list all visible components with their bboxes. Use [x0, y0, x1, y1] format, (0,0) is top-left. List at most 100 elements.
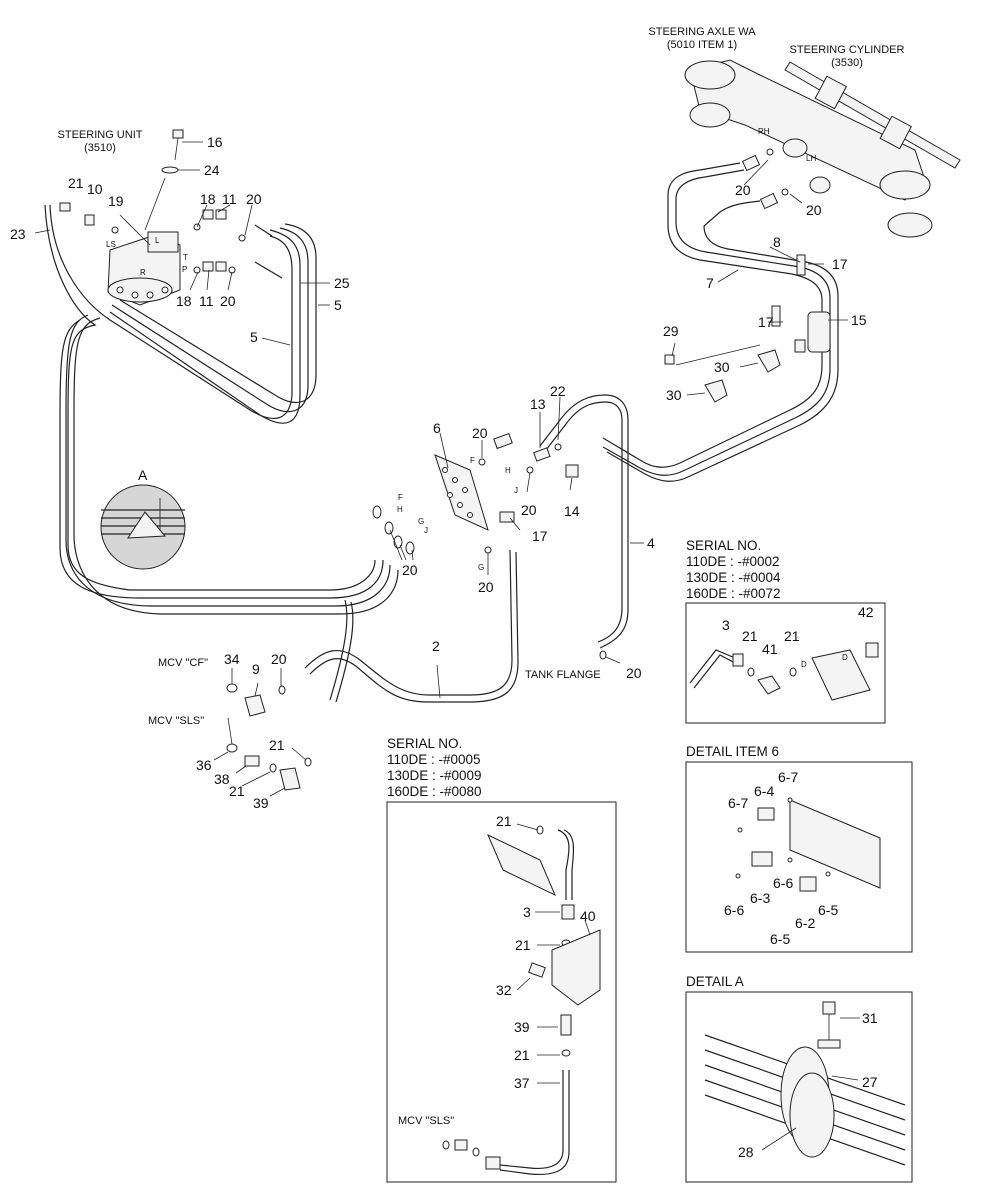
steering-unit: LS T R P L [59, 129, 246, 306]
callout-6-6-b: 6-6 [724, 902, 744, 918]
callout-39: 39 [253, 795, 269, 811]
callout-21-inset-bottom: 21 [514, 1047, 530, 1063]
callout-27: 27 [862, 1074, 878, 1090]
callout-21-inset-mid: 21 [515, 937, 531, 953]
port-j1: J [424, 526, 428, 535]
port-j2: J [514, 486, 518, 495]
caption-mcv-sls: MCV "SLS" [148, 715, 204, 727]
callout-5-left: 5 [250, 329, 258, 345]
callout-18-bottom: 18 [176, 293, 192, 309]
serial-top-title: SERIAL NO. [686, 538, 761, 553]
port-h1: H [397, 505, 403, 514]
callout-30-upper: 30 [714, 359, 730, 375]
caption-steering-unit-1: STEERING UNIT [58, 129, 143, 141]
caption-steering-unit-2: (3510) [84, 142, 116, 154]
port-g1: G [418, 517, 424, 526]
detail-a-box: DETAIL A 31 27 28 [685, 974, 913, 1183]
detail-item6-title: DETAIL ITEM 6 [686, 744, 779, 759]
callout-20-j: 20 [521, 502, 537, 518]
callout-20-rh: 20 [735, 182, 751, 198]
callout-19: 19 [108, 193, 124, 209]
callout-6-6-a: 6-6 [773, 875, 793, 891]
callout-36: 36 [196, 757, 212, 773]
detail-a-title: DETAIL A [686, 974, 744, 989]
valve-block-6: F H G J F H G J [372, 432, 579, 572]
callout-37: 37 [514, 1075, 530, 1091]
callout-21-top-b: 21 [784, 628, 800, 644]
callout-11-top: 11 [222, 191, 237, 207]
callout-13: 13 [530, 396, 546, 412]
main-callouts: 16 24 21 10 19 23 18 11 20 18 11 20 25 5… [10, 134, 867, 811]
port-p: P [182, 265, 187, 274]
callout-10: 10 [87, 181, 103, 197]
callout-9: 9 [252, 661, 260, 677]
caption-steering-cylinder-1: STEERING CYLINDER [790, 44, 905, 56]
caption-mcv-cf: MCV "CF" [158, 657, 208, 669]
callout-20-bottom: 20 [220, 293, 236, 309]
port-f1: F [398, 493, 403, 502]
port-rh: RH [758, 127, 770, 136]
callout-20-g: 20 [478, 579, 494, 595]
port-r: R [140, 268, 146, 277]
caption-mcv-sls-inset: MCV "SLS" [398, 1115, 454, 1127]
callout-3-top: 3 [722, 617, 730, 633]
port-t: T [183, 253, 188, 262]
serial-top-110de: 110DE : -#0002 [686, 554, 780, 569]
callout-21-inset-top: 21 [496, 813, 512, 829]
callout-39-inset: 39 [514, 1019, 530, 1035]
callout-17-mid: 17 [758, 314, 774, 330]
port-g2: G [478, 563, 484, 572]
serial-bottom-title: SERIAL NO. [387, 736, 462, 751]
serial-bottom-160de: 160DE : -#0080 [387, 784, 482, 799]
serial-box-top: SERIAL NO. 110DE : -#0002 130DE : -#0004… [685, 538, 886, 724]
caption-steering-cylinder-2: (3530) [831, 57, 863, 69]
callout-21-sls: 21 [229, 783, 245, 799]
callout-6-7-a: 6-7 [728, 795, 748, 811]
serial-top-160de: 160DE : -#0072 [686, 586, 781, 601]
callout-42: 42 [858, 604, 874, 620]
serial-bottom-130de: 130DE : -#0009 [387, 768, 482, 783]
callout-17-top: 17 [832, 256, 848, 272]
captions: STEERING UNIT (3510) STEERING AXLE WA (5… [58, 26, 905, 727]
port-ls: LS [106, 240, 116, 249]
callout-31: 31 [862, 1010, 878, 1026]
port-h2: H [505, 466, 511, 475]
callout-11-bottom: 11 [199, 293, 214, 309]
caption-steering-axle-2: (5010 ITEM 1) [667, 39, 737, 51]
callout-38: 38 [214, 771, 230, 787]
port-d2: D [842, 653, 848, 662]
cylinder-hoses [304, 162, 839, 703]
callout-20-cf: 20 [271, 651, 287, 667]
callout-21-top-a: 21 [742, 628, 758, 644]
callout-32: 32 [496, 982, 512, 998]
callout-24: 24 [204, 162, 220, 178]
callout-21: 21 [68, 175, 84, 191]
mcv-fittings [226, 650, 607, 791]
callout-6: 6 [433, 420, 441, 436]
callout-29: 29 [663, 323, 679, 339]
callout-2: 2 [432, 638, 440, 654]
callout-30-lower: 30 [666, 387, 682, 403]
detail-a-zone: A [100, 467, 186, 570]
callout-20-block: 20 [472, 425, 488, 441]
callout-28: 28 [738, 1144, 754, 1160]
callout-6-3: 6-3 [750, 890, 770, 906]
callout-8: 8 [773, 234, 781, 250]
callout-41: 41 [762, 641, 778, 657]
callout-18-top: 18 [200, 191, 216, 207]
hose-clamps [664, 254, 831, 403]
callout-6-5-b: 6-5 [770, 931, 790, 947]
callout-4: 4 [647, 535, 655, 551]
callout-17-block: 17 [532, 528, 548, 544]
callout-6-4: 6-4 [754, 783, 774, 799]
callout-20-lh: 20 [806, 202, 822, 218]
callout-6-7-b: 6-7 [778, 769, 798, 785]
serial-top-130de: 130DE : -#0004 [686, 570, 781, 585]
callout-14: 14 [564, 503, 580, 519]
callout-16: 16 [207, 134, 223, 150]
callout-20-tank: 20 [626, 665, 642, 681]
callout-23: 23 [10, 226, 26, 242]
callout-6-2: 6-2 [795, 915, 815, 931]
callout-34: 34 [224, 651, 240, 667]
